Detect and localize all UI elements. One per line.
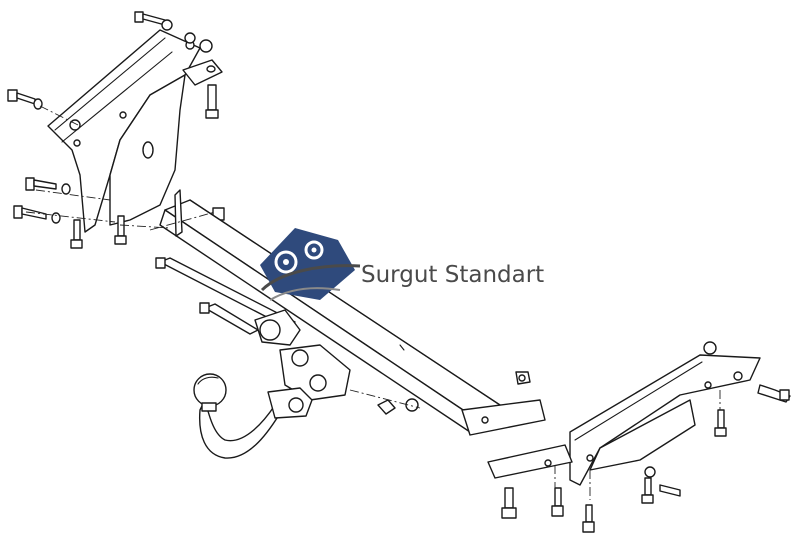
main-cross-beam <box>119 189 546 436</box>
tow-ball-assembly <box>193 309 351 459</box>
right-bolt-set <box>501 341 791 533</box>
right-mounting-bracket <box>487 354 761 486</box>
left-bolt-set <box>7 11 225 249</box>
long-bolts <box>155 257 296 335</box>
left-mounting-bracket <box>47 29 223 233</box>
brand-logo: Surgut Standart <box>260 228 544 301</box>
mid-fasteners <box>349 371 531 415</box>
brand-name: Surgut Standart <box>361 262 544 288</box>
